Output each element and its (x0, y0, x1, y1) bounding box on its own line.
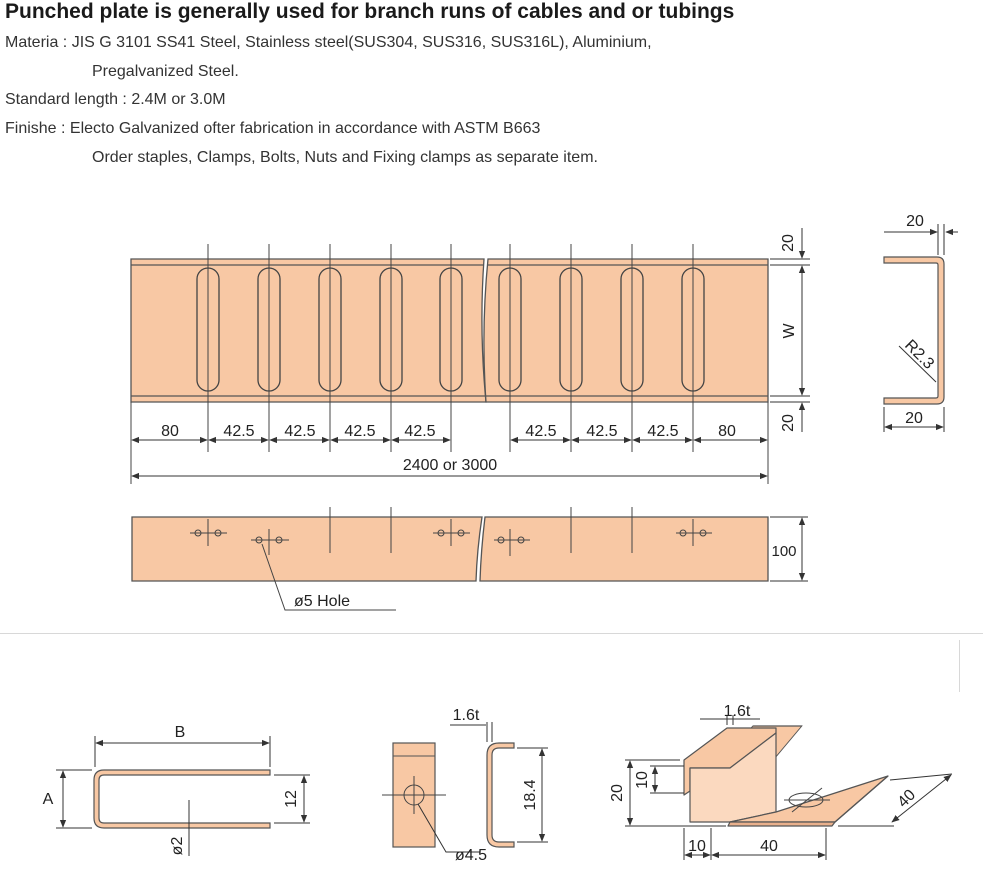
staple-dim-a: A (43, 791, 54, 808)
pitch-dim: 42.5 (647, 423, 678, 440)
fixing-clamp (683, 725, 889, 827)
pitch-dim: 42.5 (404, 423, 435, 440)
section-profile (883, 256, 945, 405)
width-dimension (770, 228, 810, 432)
overall-length-dim: 2400 or 3000 (403, 457, 497, 474)
staple-dim-b: B (175, 724, 186, 741)
hole (679, 529, 687, 537)
pitch-dim: 80 (718, 423, 736, 440)
material-spec-cont: Pregalvanized Steel. (92, 63, 239, 80)
side-view (131, 516, 769, 582)
finish-spec-cont: Order staples, Clamps, Bolts, Nuts and F… (92, 149, 598, 166)
pitch-dim: 42.5 (525, 423, 556, 440)
clamp-hole-dia: ø4.5 (455, 847, 487, 864)
staple (93, 769, 271, 829)
hole (275, 536, 283, 544)
staple-dims (56, 736, 310, 856)
clamp-dims (417, 722, 548, 853)
clamp (382, 742, 515, 848)
hole (457, 529, 465, 537)
fixing-dim-10h: 10 (688, 838, 706, 855)
flange-dim-top: 20 (906, 213, 924, 230)
width-dim: W (781, 323, 798, 339)
height-dimension (770, 516, 808, 582)
hole (497, 536, 505, 544)
clamp-profile (486, 742, 515, 848)
page-title: Punched plate is generally used for bran… (5, 0, 735, 23)
pitch-dim: 42.5 (284, 423, 315, 440)
hole (699, 529, 707, 537)
length-spec: Standard length : 2.4M or 3.0M (5, 91, 226, 108)
fixing-dim-20: 20 (609, 784, 626, 802)
pitch-dim: 42.5 (586, 423, 617, 440)
slot-centerlines (130, 244, 769, 484)
hole (214, 529, 222, 537)
staple-dim-dia: ø2 (169, 837, 186, 856)
panel-edge (959, 640, 960, 692)
fixing-thickness: 1.6t (724, 703, 751, 720)
height-dim: 100 (771, 543, 796, 560)
hole-callout: ø5 Hole (294, 593, 350, 610)
plate-right (483, 258, 769, 403)
staple-dim-height: 12 (283, 790, 300, 808)
fixing-dim-40-diag: 40 (895, 786, 920, 811)
pitch-dim: 80 (161, 423, 179, 440)
hole (255, 536, 263, 544)
fixing-dim-10v: 10 (634, 771, 651, 789)
hole (437, 529, 445, 537)
radius-dim: R2.3 (901, 337, 937, 373)
clamp-thickness: 1.6t (453, 707, 480, 724)
section-divider (0, 633, 983, 634)
fixing-dim-40: 40 (760, 838, 778, 855)
pitch-dim: 42.5 (344, 423, 375, 440)
hole (517, 536, 525, 544)
material-spec: Materia : JIS G 3101 SS41 Steel, Stainle… (5, 34, 652, 51)
finish-spec: Finishe : Electo Galvanized ofter fabric… (5, 120, 541, 137)
side-view-marks (190, 507, 712, 611)
hole (194, 529, 202, 537)
flange-dim-bottom: 20 (905, 410, 923, 427)
pitch-dimension-lines (131, 436, 768, 480)
clamp-height: 18.4 (522, 779, 539, 810)
edge-dim-top: 20 (780, 234, 797, 252)
plate-left (130, 258, 487, 403)
edge-dim-bottom: 20 (780, 414, 797, 432)
section-dimensions (883, 224, 958, 432)
pitch-dim: 42.5 (223, 423, 254, 440)
plan-view (130, 258, 769, 403)
fixing-clamp-dims (625, 715, 953, 860)
